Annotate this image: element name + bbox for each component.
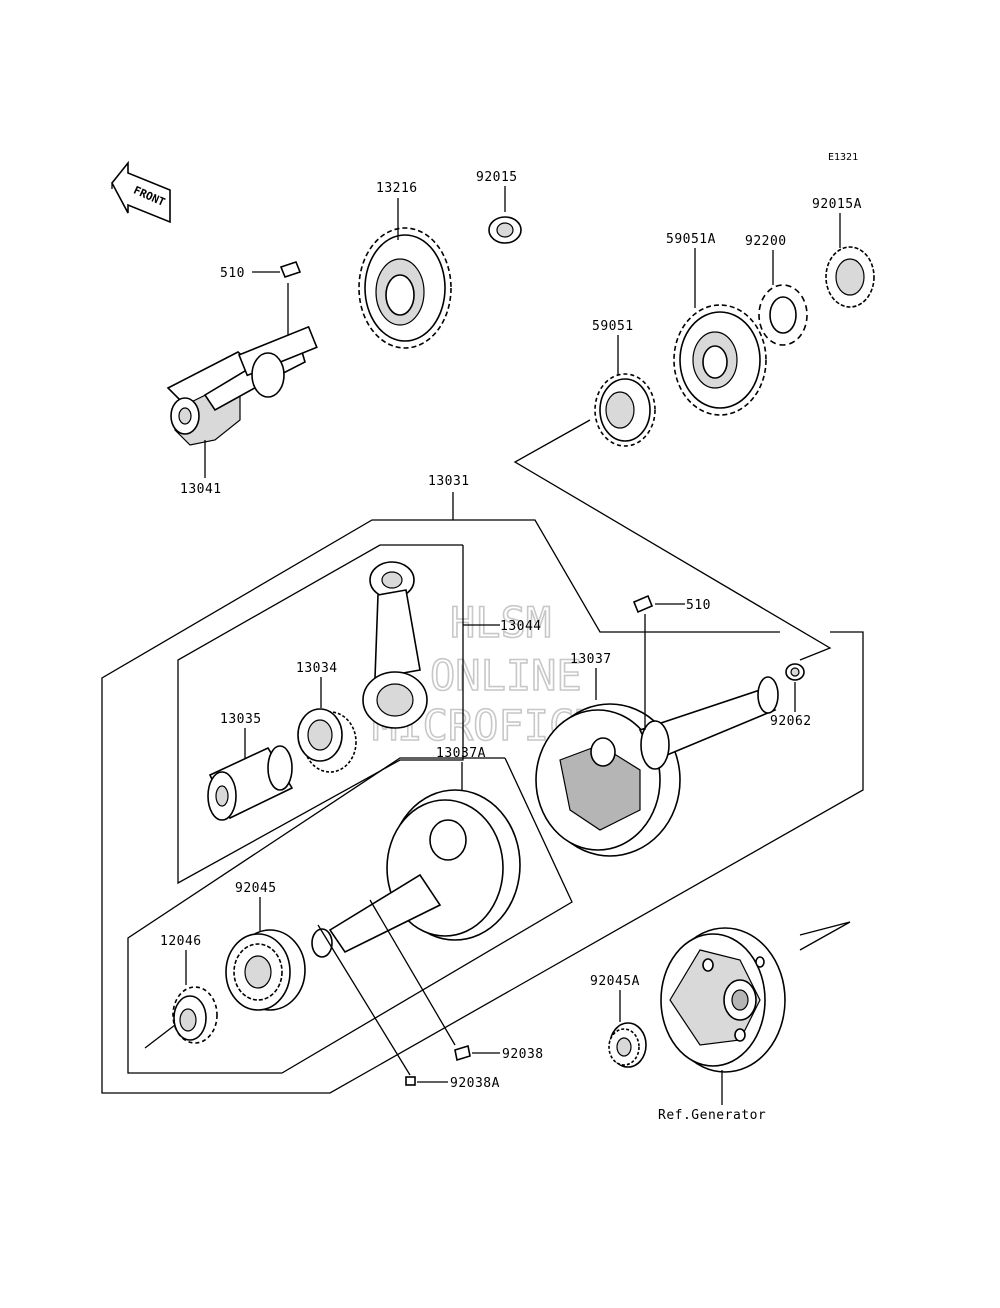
crank-half-13037-icon (535, 676, 779, 857)
nut-92015-icon (488, 216, 522, 244)
balancer-shaft-13041-icon (166, 325, 318, 446)
label-92062: 92062 (770, 714, 812, 729)
label-12046: 12046 (160, 934, 202, 949)
assy-13031-outline (101, 492, 864, 1094)
label-13216: 13216 (376, 181, 418, 196)
key-510-right-icon (632, 594, 654, 614)
watermark-line2: ONLINE (430, 651, 582, 700)
label-92045: 92045 (235, 881, 277, 896)
crank-half-13037A-icon (311, 789, 521, 958)
label-92200: 92200 (745, 234, 787, 249)
generator-rotor-icon (660, 927, 786, 1073)
connecting-rod-13044-icon (362, 561, 428, 729)
washer-92200-icon (758, 284, 808, 346)
label-13037: 13037 (570, 652, 612, 667)
diagram-code: E1321 (828, 152, 858, 163)
label-13041: 13041 (180, 482, 222, 497)
front-arrow-icon: FRONT (111, 160, 171, 224)
label-92038: 92038 (502, 1047, 544, 1062)
label-92038A: 92038A (450, 1076, 500, 1091)
label-13044: 13044 (500, 619, 542, 634)
key-92038-icon (454, 1044, 471, 1062)
label-ref-generator: Ref.Generator (658, 1108, 766, 1123)
label-510-top: 510 (220, 266, 245, 281)
bearing-92045-icon (225, 929, 306, 1011)
label-13031: 13031 (428, 474, 470, 489)
watermark-line1: HLSM (450, 598, 551, 647)
gear-13216-icon (358, 227, 452, 349)
assy-13037A-outline (127, 757, 573, 1074)
plug-92062-icon (785, 663, 805, 681)
key-92038A-icon (405, 1076, 416, 1086)
bearing-13034-icon (297, 708, 357, 773)
crank-pin-13035-icon (207, 745, 294, 821)
gear-59051A-icon (673, 304, 767, 416)
bearing-92045A-icon (608, 1022, 647, 1068)
key-510-top-icon (279, 261, 302, 278)
label-13037A: 13037A (436, 746, 486, 761)
assy-rod-outline (177, 544, 464, 885)
label-92015A: 92015A (812, 197, 862, 212)
label-92015: 92015 (476, 170, 518, 185)
label-92045A: 92045A (590, 974, 640, 989)
label-59051A: 59051A (666, 232, 716, 247)
sprocket-12046-icon (172, 986, 218, 1044)
gear-59051-icon (594, 373, 656, 447)
nut-92015A-icon (825, 246, 875, 308)
label-13034: 13034 (296, 661, 338, 676)
label-59051: 59051 (592, 319, 634, 334)
label-510-right: 510 (686, 598, 711, 613)
label-13035: 13035 (220, 712, 262, 727)
